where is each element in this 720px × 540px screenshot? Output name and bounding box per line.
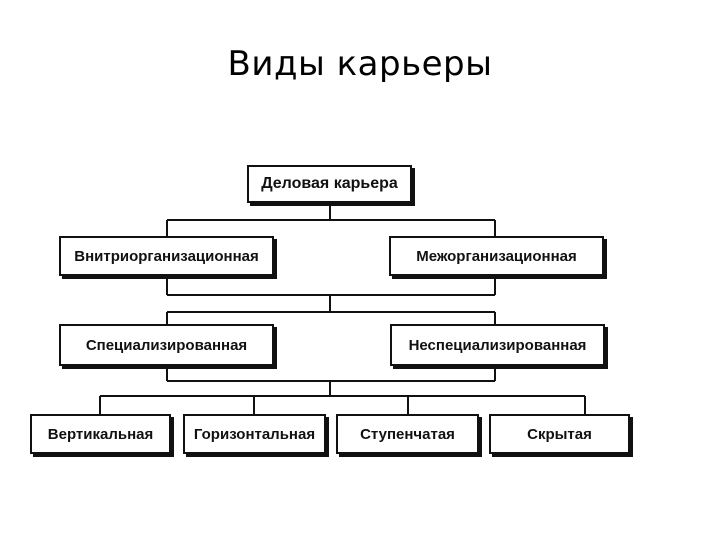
node-horizontal: Горизонтальная (183, 414, 326, 454)
node-root: Деловая карьера (247, 165, 412, 203)
node-hidden: Скрытая (489, 414, 630, 454)
node-vertical: Вертикальная (30, 414, 171, 454)
node-intraorganizational: Внитриорганизационная (59, 236, 274, 276)
slide-title: Виды карьеры (227, 44, 493, 84)
node-interorganizational: Межорганизационная (389, 236, 604, 276)
node-stepped: Ступенчатая (336, 414, 479, 454)
node-specialized: Специализированная (59, 324, 274, 366)
node-nonspecialized: Неспециализированная (390, 324, 605, 366)
